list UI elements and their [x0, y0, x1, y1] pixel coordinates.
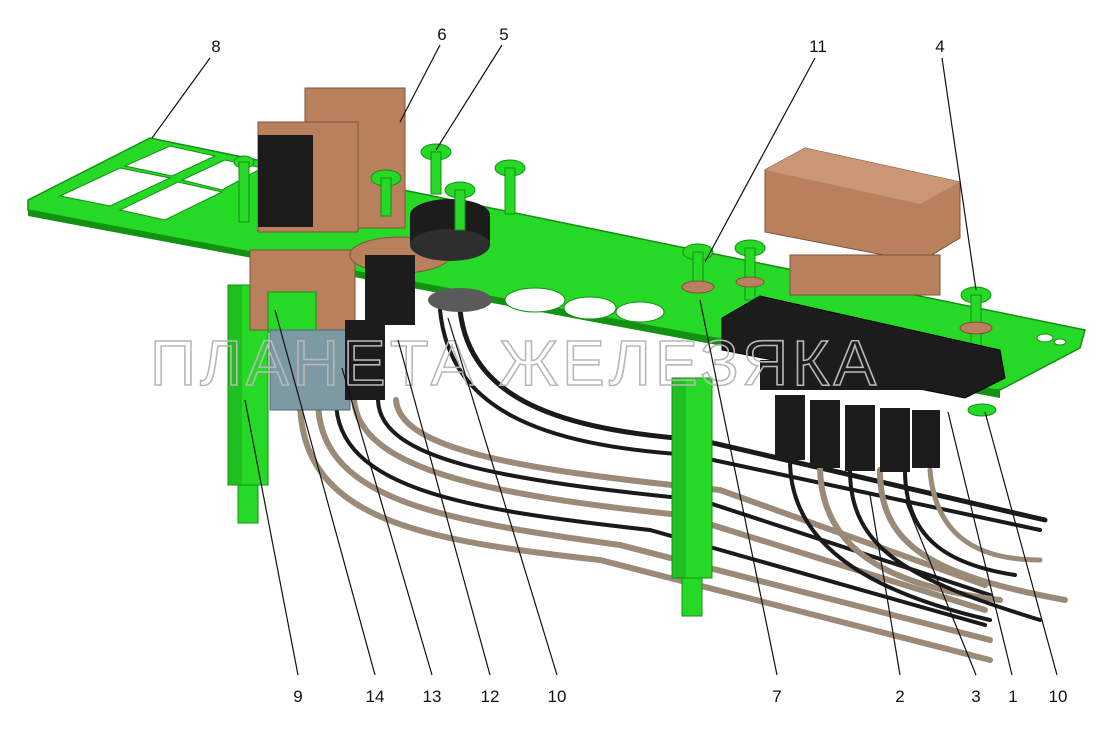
callout-10-right: 10	[1049, 687, 1068, 706]
relay-unit-right	[764, 147, 961, 296]
callout-3: 3	[971, 687, 980, 706]
callout-5: 5	[499, 25, 508, 44]
callout-labels: 8 6 5 11 4 9 14 13 12 10 7 2 3 1 10	[211, 25, 1067, 706]
bracket-holes	[504, 287, 1067, 346]
round-connectors	[349, 199, 492, 325]
callout-1: 1	[1008, 687, 1017, 706]
callout-8: 8	[211, 37, 220, 56]
callout-4: 4	[935, 37, 944, 56]
wire-harness	[297, 307, 1068, 663]
callout-12: 12	[481, 687, 500, 706]
callout-2: 2	[895, 687, 904, 706]
leader-lines	[151, 44, 1058, 676]
callout-10-left: 10	[548, 687, 567, 706]
screws	[233, 143, 997, 417]
washers	[681, 276, 993, 335]
standoff-middle	[671, 377, 713, 617]
watermark-text: ПЛАНЕТА ЖЕЛЕЗЯКА	[150, 327, 880, 399]
callout-9: 9	[293, 687, 302, 706]
callout-11: 11	[809, 37, 827, 56]
fuse-blocks	[269, 320, 385, 411]
callout-14: 14	[366, 687, 385, 706]
callout-13: 13	[423, 687, 442, 706]
callout-7: 7	[772, 687, 781, 706]
callout-6: 6	[437, 25, 446, 44]
connector-block-right	[721, 295, 1006, 472]
